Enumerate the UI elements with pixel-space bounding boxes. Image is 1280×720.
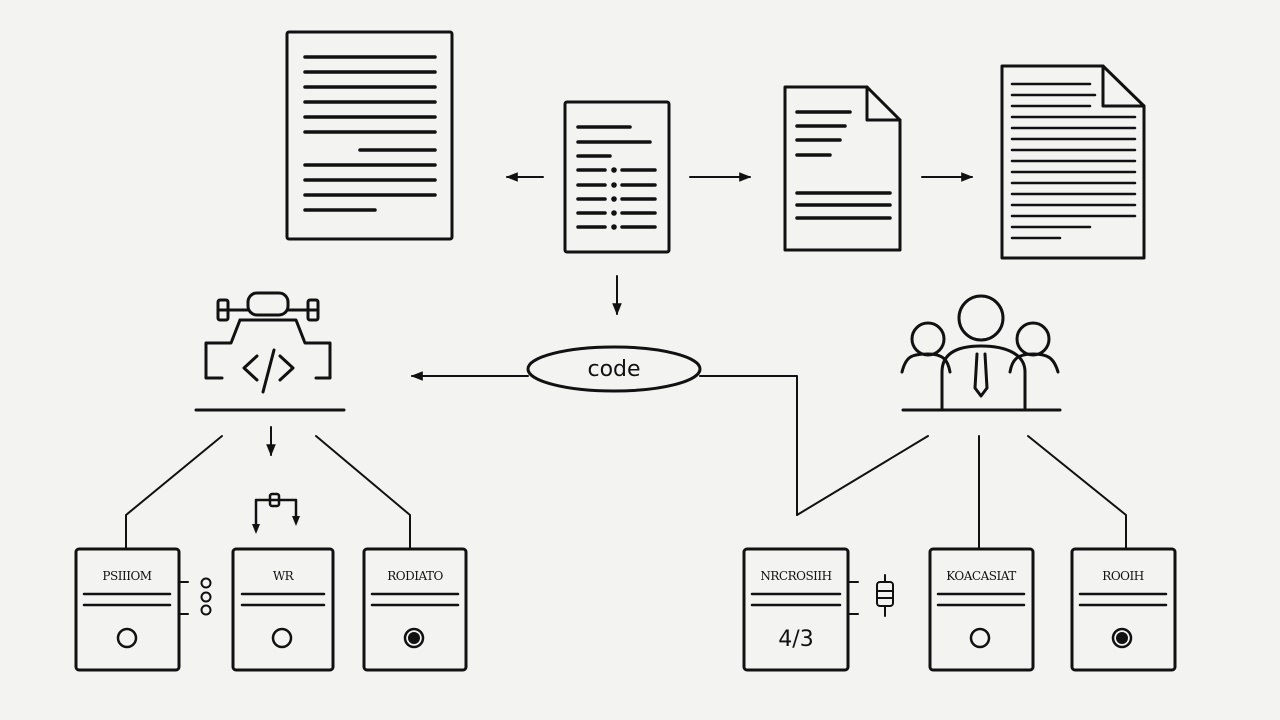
- status-indicator-filled: [1111, 627, 1133, 649]
- box-1-label: PSIIIOM: [102, 569, 151, 583]
- status-indicator-empty: [116, 627, 138, 649]
- code-node: code: [526, 345, 702, 393]
- box-4-ratio: 4/3: [778, 627, 813, 652]
- status-indicator-empty: [969, 627, 991, 649]
- box-2: WR: [231, 547, 335, 672]
- status-indicator-empty: [271, 627, 293, 649]
- status-indicator-filled: [403, 627, 425, 649]
- connector-icon: [179, 577, 212, 616]
- code-label: code: [587, 357, 640, 382]
- loop-icon: [252, 492, 300, 534]
- connector-dev-to-box3: [315, 435, 411, 549]
- document-icon: [285, 30, 454, 241]
- code-icon: [194, 291, 346, 412]
- box-6: ROOIH: [1070, 547, 1177, 672]
- team-icon: [900, 294, 1062, 412]
- folded-document-icon: [783, 85, 902, 252]
- list-document-icon: [563, 100, 671, 254]
- box-5: KOACASIAT: [928, 547, 1035, 672]
- box-3-label: RODIATO: [387, 569, 443, 583]
- box-3: RODIATO: [362, 547, 468, 672]
- box-5-label: KOACASIAT: [946, 569, 1016, 583]
- box-4-label: NRCROSIIH: [760, 569, 831, 583]
- box-4: NRCROSIIH 4/3: [742, 547, 850, 672]
- connector-code-to-team: [699, 375, 798, 516]
- connector-dev-to-box1: [125, 435, 223, 549]
- box-1: PSIIIOM: [74, 547, 181, 672]
- battery-icon: [849, 574, 894, 617]
- box-6-label: ROOIH: [1102, 569, 1143, 583]
- connector-team-to-box4: [796, 435, 929, 516]
- dense-document-icon: [1000, 64, 1146, 260]
- connector-team-to-box6: [1027, 435, 1127, 549]
- box-2-label: WR: [273, 569, 295, 583]
